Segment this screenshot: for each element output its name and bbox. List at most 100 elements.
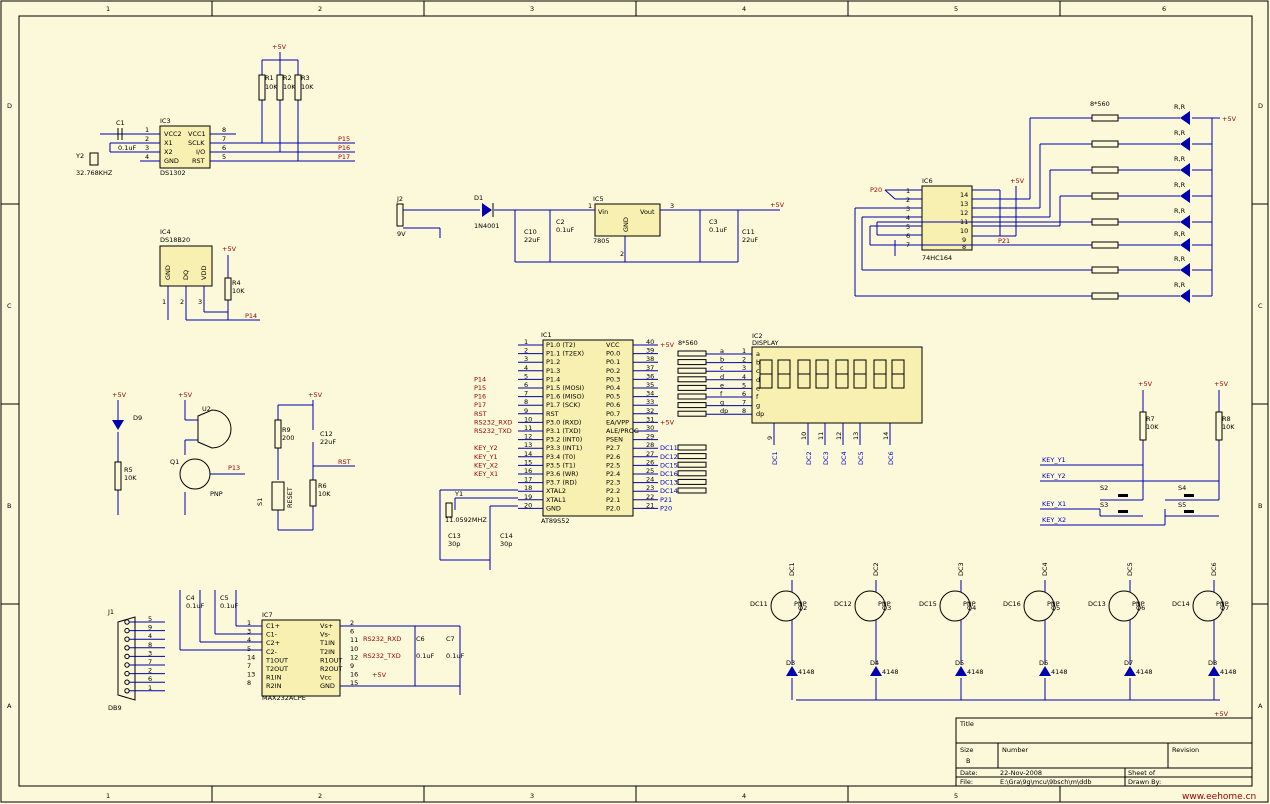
- transistor-ref: Q3: [882, 604, 891, 612]
- pnp-transistor: [854, 590, 886, 622]
- max232-pin-num: 13: [247, 671, 255, 679]
- resistor: [677, 444, 707, 451]
- svg-text:C1: C1: [116, 119, 125, 127]
- svg-text:R6: R6: [318, 482, 327, 490]
- svg-text:R,R: R,R: [1174, 129, 1186, 137]
- keypad-block: +5V +5V R7 10K R8 10K KEY_Y1 KEY_Y2 KEY_…: [1040, 380, 1235, 526]
- transistor-ref: Q2: [798, 604, 807, 612]
- mcu-pin-num: 15: [524, 458, 532, 466]
- svg-text:DS1302: DS1302: [160, 169, 186, 177]
- diode-value: 4148: [1051, 668, 1068, 676]
- svg-text:C4: C4: [186, 594, 195, 602]
- mcu-pin-num: 3: [524, 355, 528, 363]
- svg-text:9V: 9V: [397, 230, 406, 238]
- max232-pin-label: C1-: [266, 631, 278, 639]
- mcu-pin-label: P3.4 (T0): [546, 453, 576, 461]
- svg-text:10K: 10K: [301, 83, 314, 91]
- col-label: 1: [106, 5, 110, 13]
- svg-text:22-Nov-2008: 22-Nov-2008: [1000, 769, 1042, 777]
- max232-pin-label: R2OUT: [320, 665, 343, 673]
- digit-label: DC1: [771, 451, 779, 465]
- svg-text:5: 5: [222, 153, 226, 161]
- svg-text:Y1: Y1: [454, 490, 463, 498]
- svg-text:7805: 7805: [593, 237, 610, 245]
- svg-text:+5V: +5V: [112, 391, 127, 399]
- max232-pin-num: 7: [247, 662, 251, 670]
- max232-pin-num: 15: [350, 679, 358, 687]
- svg-text:Drawn By:: Drawn By:: [1128, 778, 1161, 786]
- display-pin-num: 7: [742, 399, 746, 407]
- mcu-pin-label: P1.0 (T2): [546, 341, 576, 349]
- transistor-ref: Q4: [967, 604, 976, 612]
- max232-pin-num: 3: [247, 628, 251, 636]
- mcu-pin-num: 38: [646, 355, 654, 363]
- mcu-pin-num: 1: [524, 338, 528, 346]
- display-seg-label: c: [756, 367, 760, 375]
- svg-text:S4: S4: [1178, 484, 1186, 492]
- svg-text:P14: P14: [245, 312, 257, 320]
- svg-text:S1: S1: [256, 498, 264, 506]
- svg-text:R,R: R,R: [1174, 103, 1186, 111]
- svg-text:0.1uF: 0.1uF: [446, 652, 464, 660]
- svg-text:C6: C6: [416, 635, 425, 643]
- watermark: www.eehome.cn: [1182, 792, 1256, 802]
- svg-text:E:\Gra\9g\mcu\9bsch\m\ddb: E:\Gra\9g\mcu\9bsch\m\ddb: [1000, 778, 1091, 786]
- diode: [1124, 666, 1136, 676]
- diode-ref: D8: [1208, 659, 1217, 667]
- max232-pin-label: C1+: [266, 622, 280, 630]
- svg-text:KEY_X2: KEY_X2: [1042, 516, 1066, 524]
- display-seg-label: a: [720, 347, 724, 355]
- mcu-pin-num: 18: [524, 484, 532, 492]
- mcu-net-label: RS232_TXD: [474, 427, 512, 435]
- mcu-pin-label: P1.4: [546, 375, 560, 383]
- digit-num: 9: [766, 436, 774, 440]
- display-pin-num: 3: [742, 364, 746, 372]
- svg-text:4: 4: [906, 214, 910, 222]
- ds1302-block: IC3 DS1302 VCC2 X1 X2 GND VCC1 SCLK I/O …: [75, 43, 355, 177]
- resistor: [677, 359, 707, 366]
- row-label: A: [1258, 702, 1263, 710]
- display-seg-label: c: [720, 364, 724, 372]
- transistor-ref: Q7: [1220, 604, 1229, 612]
- collector-net: DC5: [1126, 562, 1134, 576]
- mcu-pin-num: 32: [646, 407, 654, 415]
- svg-text:13: 13: [960, 200, 968, 208]
- mcu-pin-label: P2.0: [606, 504, 620, 512]
- diode-ref: D6: [1039, 659, 1048, 667]
- svg-text:IC5: IC5: [593, 195, 604, 203]
- led-bar: [1180, 111, 1190, 303]
- mcu-pin-num: 7: [524, 390, 528, 398]
- transistor-type: PNP: [1047, 600, 1060, 608]
- diode-ref: D5: [955, 659, 964, 667]
- svg-text:+5V: +5V: [272, 43, 287, 51]
- col-label: 3: [530, 792, 534, 800]
- svg-text:+5V: +5V: [308, 391, 323, 399]
- mcu-pin-num: 27: [646, 450, 654, 458]
- mcu-pin-label: P0.2: [606, 367, 620, 375]
- svg-text:0.1uF: 0.1uF: [416, 652, 434, 660]
- mcu-net-label: KEY_X1: [474, 470, 498, 478]
- mcu-pin-label: P2.6: [606, 453, 620, 461]
- digit-label: DC4: [840, 451, 848, 465]
- mcu-net-label: RST: [474, 410, 487, 418]
- mcu-pin-num: 6: [524, 381, 528, 389]
- display-pin-num: 8: [742, 407, 746, 415]
- svg-text:10K: 10K: [124, 474, 137, 482]
- svg-text:S2: S2: [1100, 484, 1108, 492]
- mcu-net-label: DC13: [660, 479, 678, 487]
- mcu-pin-label: P0.7: [606, 410, 620, 418]
- svg-text:J1: J1: [107, 608, 114, 616]
- mcu-pin-label: P3.0 (RXD): [546, 418, 581, 426]
- svg-text:4: 4: [145, 153, 149, 161]
- mcu-pin-label: ALE/PROG: [606, 427, 639, 435]
- svg-text:R9: R9: [282, 426, 291, 434]
- svg-text:Number: Number: [1002, 746, 1028, 754]
- max232-pin-num: 14: [247, 653, 255, 661]
- hc164-pins: 1 2 3 4 5 6 7 14 13 12 11 10 9 8: [906, 187, 968, 251]
- mcu-net-label: P14: [474, 375, 486, 383]
- max232-pin-num: 16: [350, 671, 358, 679]
- svg-text:C3: C3: [709, 218, 718, 226]
- display-seg-label: dp: [720, 407, 728, 415]
